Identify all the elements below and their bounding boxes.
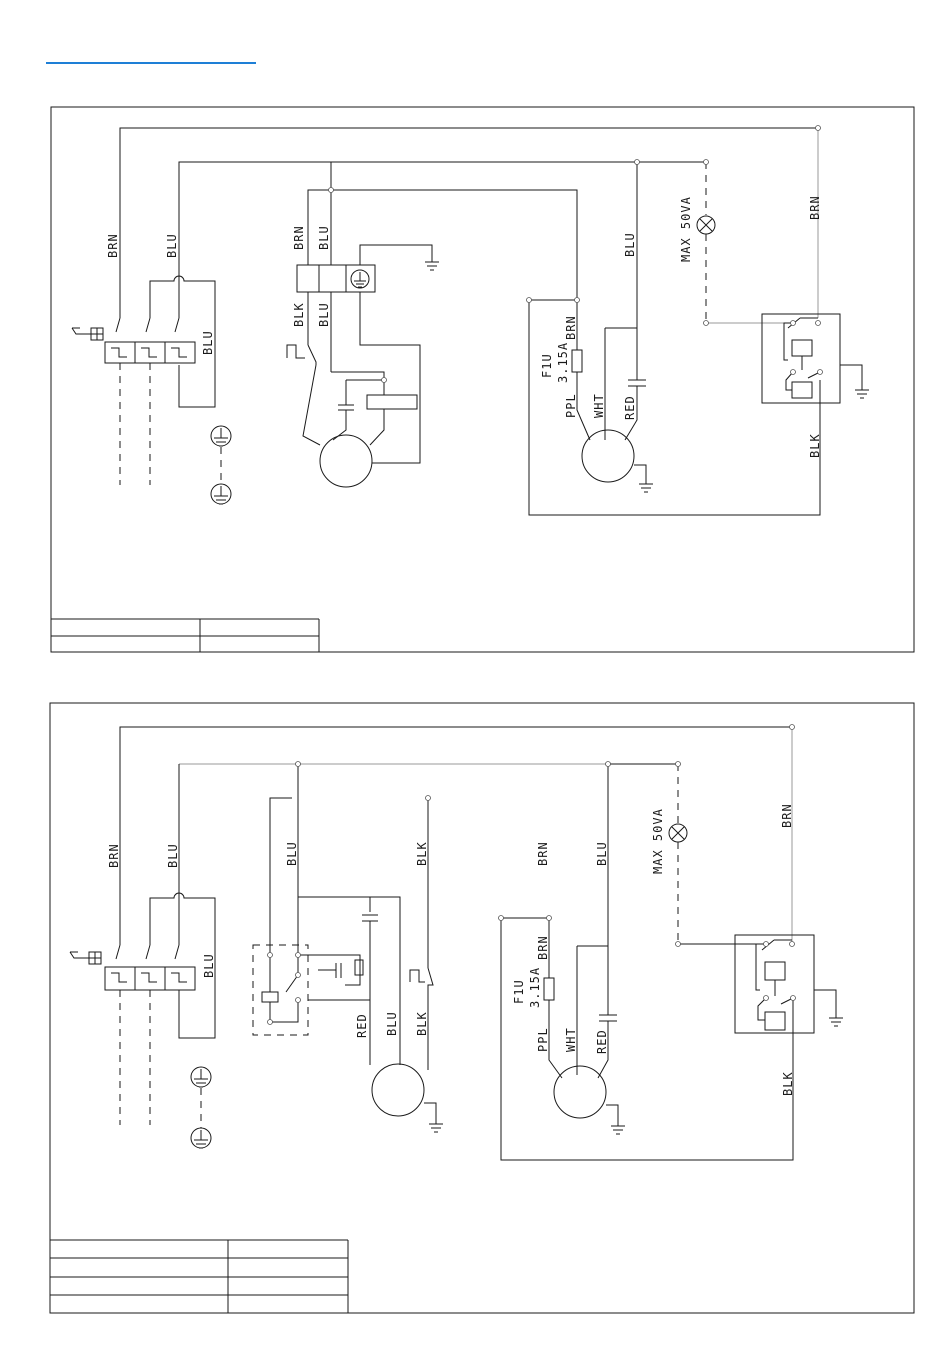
label-ppl: PPL: [536, 1027, 550, 1052]
label-brn: BRN: [780, 803, 794, 828]
diagram-2-legend-table: [50, 1240, 348, 1313]
label-blu: BLU: [595, 841, 609, 866]
diagram-2-frame: [50, 703, 914, 1313]
diagram-1-frame: [51, 107, 914, 652]
diagram-2-labels: BRN BLU BLU BLU BLK RED BLU BLK BRN BLU …: [107, 803, 795, 1096]
label-fuse-rating: 3.15A: [556, 342, 570, 383]
label-blu: BLU: [285, 841, 299, 866]
diagram-1-labels: BRN BLU BLU BRN BLU BLK BLU BLU MAX 50VA…: [106, 195, 822, 458]
label-blu: BLU: [623, 232, 637, 257]
label-brn: BRN: [808, 195, 822, 220]
diagram-1-legend-table: [51, 619, 319, 652]
diagram-2: BRN BLU BLU BLU BLK RED BLU BLK BRN BLU …: [50, 703, 914, 1313]
label-brn: BRN: [564, 315, 578, 340]
label-blu: BLU: [317, 302, 331, 327]
label-brn: BRN: [536, 841, 550, 866]
label-blu: BLU: [166, 843, 180, 868]
label-brn: BRN: [536, 935, 550, 960]
label-brn: BRN: [107, 843, 121, 868]
label-ppl: PPL: [564, 393, 578, 418]
label-wht: WHT: [564, 1027, 578, 1052]
label-fuse-name: F1U: [540, 353, 554, 378]
label-blk: BLK: [292, 302, 306, 327]
label-blu: BLU: [201, 330, 215, 355]
label-red: RED: [595, 1029, 609, 1054]
label-blu: BLU: [165, 233, 179, 258]
diagram-2-wires: [70, 725, 843, 1161]
label-fuse-rating: 3.15A: [528, 967, 542, 1008]
label-blu: BLU: [385, 1011, 399, 1036]
label-wht: WHT: [592, 393, 606, 418]
label-brn: BRN: [292, 225, 306, 250]
label-red: RED: [355, 1013, 369, 1038]
label-brn: BRN: [106, 233, 120, 258]
label-blk: BLK: [808, 433, 822, 458]
label-blk: BLK: [781, 1071, 795, 1096]
label-blu: BLU: [317, 225, 331, 250]
label-lamp-rating: MAX 50VA: [651, 808, 665, 874]
label-blk: BLK: [415, 1011, 429, 1036]
label-fuse-name: F1U: [512, 979, 526, 1004]
label-blk: BLK: [415, 841, 429, 866]
diagram-1-wires: [72, 126, 869, 516]
diagram-1: BRN BLU BLU BRN BLU BLK BLU BLU MAX 50VA…: [51, 107, 914, 652]
label-lamp-rating: MAX 50VA: [679, 196, 693, 262]
label-blu: BLU: [202, 953, 216, 978]
label-red: RED: [623, 395, 637, 420]
